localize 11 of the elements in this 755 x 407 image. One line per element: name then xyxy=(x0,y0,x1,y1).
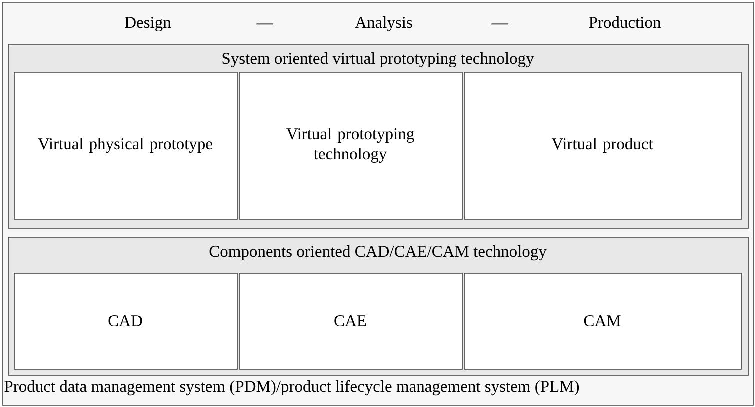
text-box: CAE xyxy=(239,273,463,370)
header-label: Analysis xyxy=(355,16,412,32)
text-box: Virtual physical prototype xyxy=(14,72,238,220)
header-label: Production xyxy=(589,16,661,28)
header-label: — xyxy=(256,24,274,25)
header-label: Design xyxy=(125,17,172,32)
text-box: Virtual product xyxy=(464,72,742,220)
text-box: Virtual prototyping technology xyxy=(239,72,463,220)
text-box: CAD xyxy=(14,273,238,370)
text-box: CAM xyxy=(464,273,742,370)
header-label: — xyxy=(492,24,508,25)
